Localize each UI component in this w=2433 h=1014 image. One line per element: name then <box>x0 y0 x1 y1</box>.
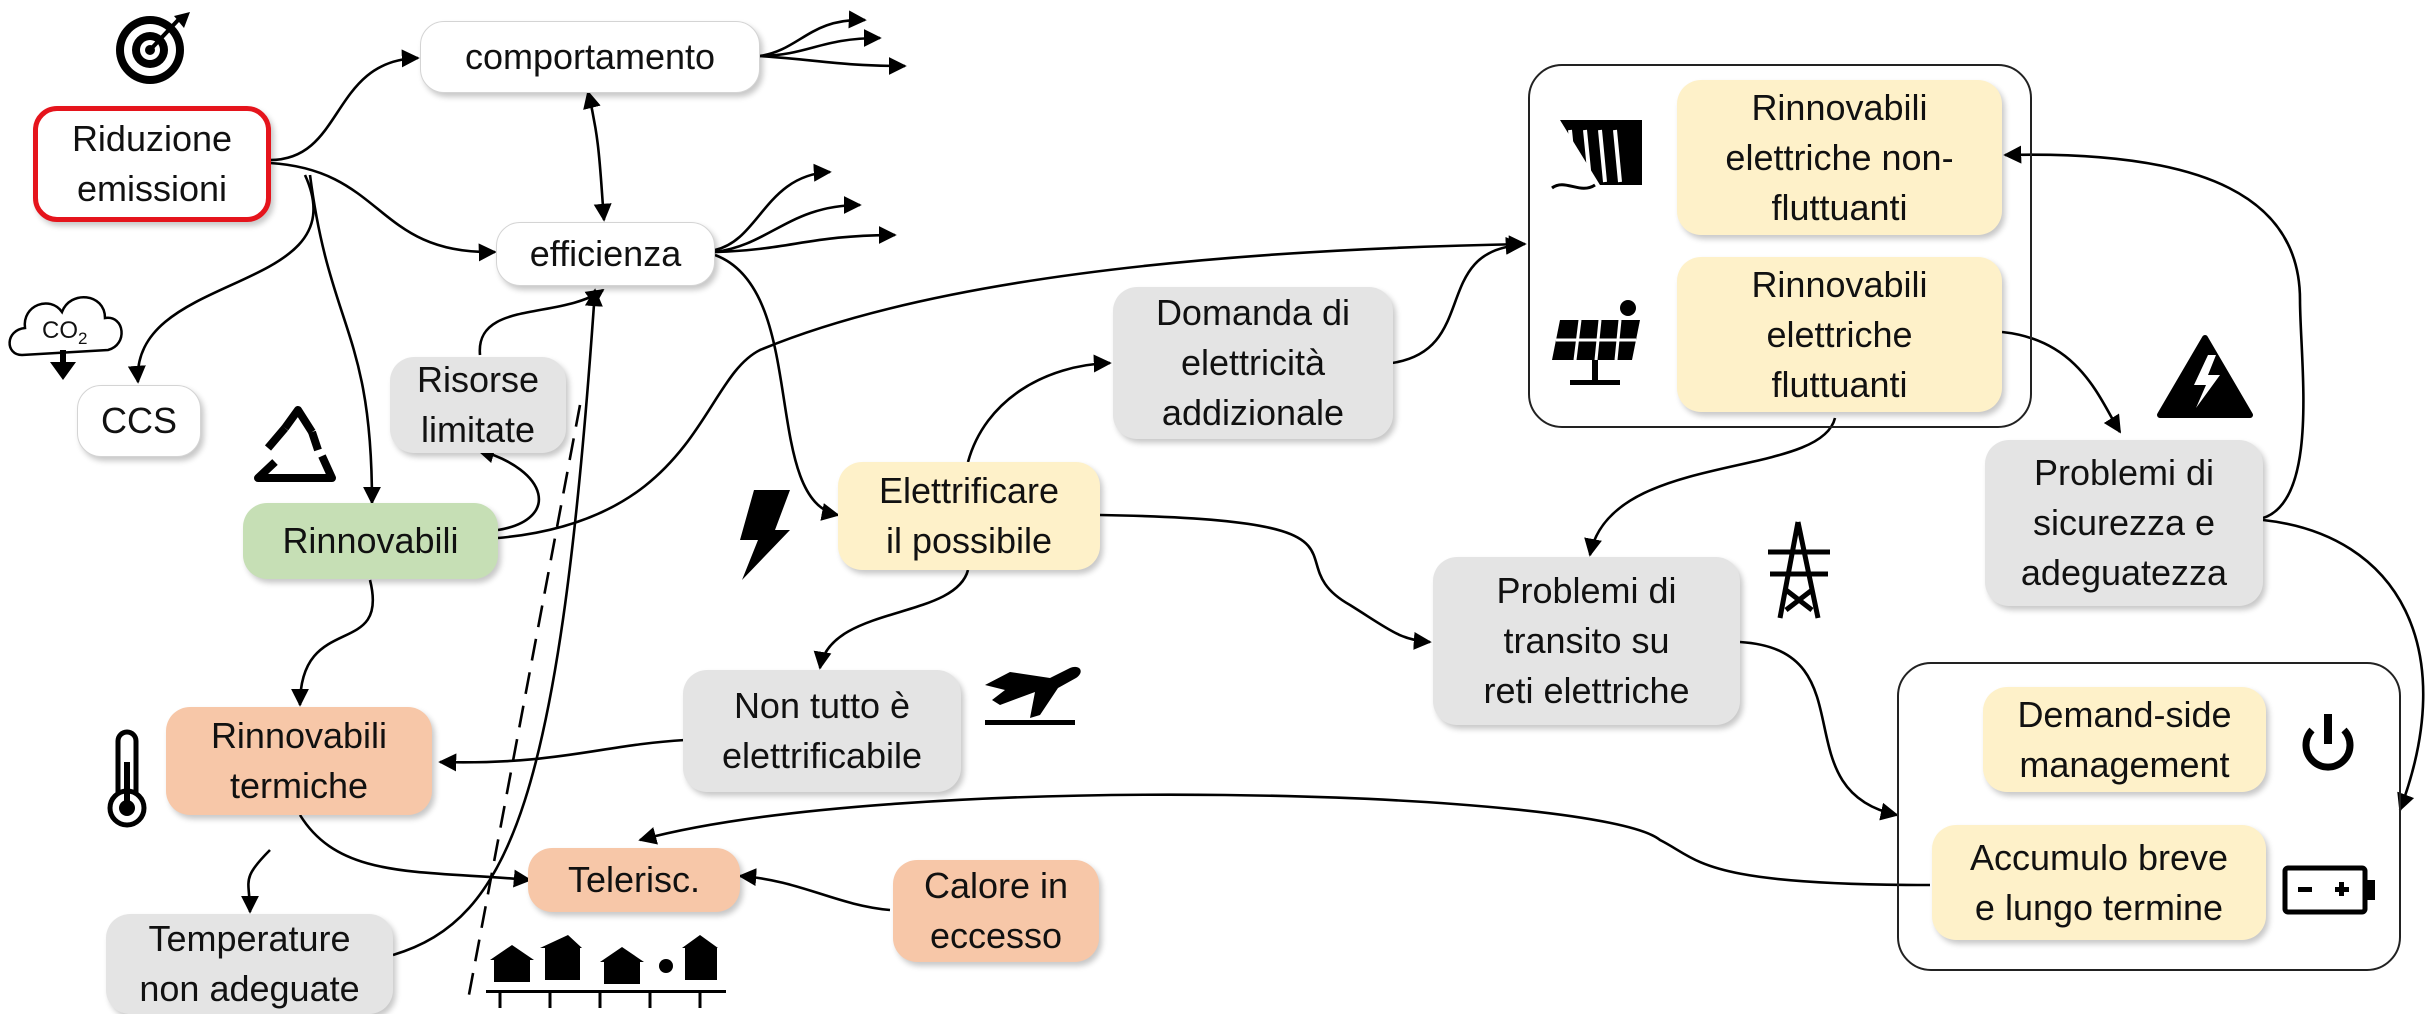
node-comportamento[interactable]: comportamento <box>420 21 760 93</box>
lightning-icon <box>740 490 790 580</box>
co2-label: CO2 <box>42 318 87 352</box>
thermometer-icon <box>107 729 147 828</box>
node-elettrificare[interactable]: Elettrificare il possibile <box>838 462 1100 570</box>
node-domanda-elettricita[interactable]: Domanda di elettricità addizionale <box>1113 287 1393 439</box>
renewables-group-box <box>1528 64 2032 428</box>
edge-riduzione-comportamento <box>269 49 420 162</box>
edge-rinnovabili-termiche <box>291 579 375 707</box>
target-icon <box>116 12 190 84</box>
co2-cloud-icon <box>8 296 123 380</box>
node-problemi-transito[interactable]: Problemi di transito su reti elettriche <box>1433 557 1740 725</box>
node-problemi-sicurezza[interactable]: Problemi di sicurezza e adeguatezza <box>1985 440 2263 606</box>
edge-elettrificare-domanda <box>966 354 1112 463</box>
edge-fluttuanti-sicurezza <box>2001 330 2122 434</box>
recycle-icon <box>254 406 336 482</box>
edge-efficienza-out-2 <box>714 196 862 254</box>
edge-comportamento-out-3 <box>759 54 907 75</box>
warning-lightning-icon <box>2157 335 2253 418</box>
edge-rinnovabili-risorse <box>476 445 541 532</box>
edge-sicurezza-flexibility-group <box>2262 518 2425 812</box>
flexibility-group-box <box>1897 662 2401 971</box>
edge-riduzione-efficienza <box>269 161 497 262</box>
node-rinnovabili-termiche[interactable]: Rinnovabili termiche <box>166 707 432 815</box>
edge-efficienza-out-3 <box>714 226 897 254</box>
edge-nontutto-termiche <box>438 738 686 772</box>
node-demand-side-management[interactable]: Demand-side management <box>1983 687 2266 792</box>
node-riduzione-emissioni[interactable]: Riduzione emissioni <box>33 106 271 222</box>
edge-termiche-telerisc <box>298 814 532 888</box>
edge-rinnovabili-renewables-group <box>497 235 1527 540</box>
node-ccs[interactable]: CCS <box>77 385 201 457</box>
edge-accumulo-telerisc <box>638 793 1931 887</box>
edge-temperature-efficienza <box>392 288 603 957</box>
battery-icon <box>2282 865 2375 915</box>
edge-elettrificare-transito <box>1099 513 1432 650</box>
dam-icon <box>1551 120 1642 190</box>
power-icon <box>2302 714 2354 771</box>
node-calore-in-eccesso[interactable]: Calore in eccesso <box>893 860 1099 962</box>
edge-risorse-efficienza <box>478 288 605 356</box>
node-non-tutto-elettrificabile[interactable]: Non tutto è elettrificabile <box>683 670 961 792</box>
edge-termiche-temperature <box>240 849 271 914</box>
edge-calore-telerisc <box>738 868 891 912</box>
edge-comportamento-out-2 <box>759 29 882 58</box>
airplane-icon <box>985 666 1081 725</box>
co2-subscript: 2 <box>78 328 88 348</box>
edge-domanda-renewables-group <box>1391 236 1524 365</box>
edge-fluttuanti-transito <box>1584 417 1837 557</box>
node-rinnovabili-fluttuanti[interactable]: Rinnovabili elettriche fluttuanti <box>1677 257 2002 412</box>
edge-efficienza-elettrificare <box>714 253 840 521</box>
power-tower-icon <box>1768 521 1830 619</box>
node-telerisc[interactable]: Telerisc. <box>528 848 740 912</box>
connectors <box>127 10 2425 1001</box>
node-accumulo[interactable]: Accumulo breve e lungo termine <box>1932 825 2266 940</box>
solar-panel-icon <box>1552 300 1640 385</box>
edge-riduzione-rinnovabili <box>308 174 381 505</box>
edge-efficienza-out-1 <box>714 163 832 252</box>
edge-elettrificare-nontutto <box>813 569 970 670</box>
edge-comportamento-efficienza <box>583 90 612 222</box>
co2-text: CO <box>42 317 78 344</box>
node-efficienza[interactable]: efficienza <box>496 222 715 286</box>
node-rinnovabili[interactable]: Rinnovabili <box>243 503 498 579</box>
edge-transito-flexibility-group <box>1739 640 1899 821</box>
edge-riduzione-ccs <box>127 174 315 384</box>
node-rinnovabili-non-fluttuanti[interactable]: Rinnovabili elettriche non- fluttuanti <box>1677 80 2002 235</box>
node-risorse-limitate[interactable]: Risorse limitate <box>390 357 566 453</box>
edge-sicurezza-nonfluttuanti <box>2003 145 2305 520</box>
houses-icon <box>486 935 726 1008</box>
edge-comportamento-out-1 <box>759 10 867 58</box>
node-temperature-non-adeguate[interactable]: Temperature non adeguate <box>106 914 393 1014</box>
